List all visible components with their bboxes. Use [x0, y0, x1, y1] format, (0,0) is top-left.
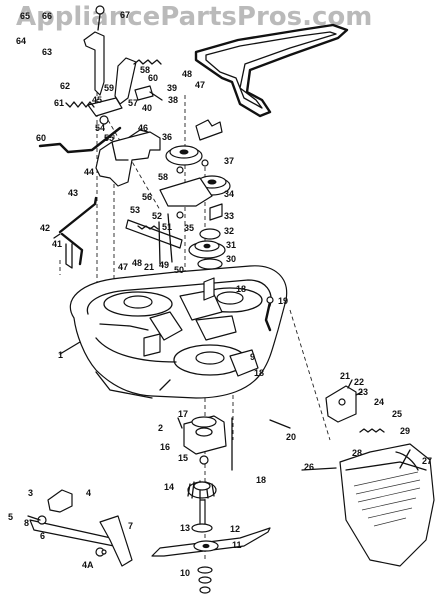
callout: 16 [160, 442, 170, 452]
callout: 6 [40, 531, 45, 541]
callout: 18 [236, 284, 246, 294]
callout: 44 [84, 167, 94, 177]
callout: 20 [286, 432, 296, 442]
callout: 15 [178, 453, 188, 463]
spindle-housing [183, 415, 233, 471]
discharge-chute-assembly [325, 379, 435, 567]
callout: 41 [52, 239, 62, 249]
callout: 37 [224, 156, 234, 166]
callout: 48 [182, 69, 192, 79]
callout: 29 [400, 426, 410, 436]
front-hanger-bracket [27, 489, 133, 567]
lift-lever-assembly [38, 5, 163, 154]
callout: 21 [340, 371, 350, 381]
callout: 54 [95, 123, 105, 133]
deck-bracket [95, 131, 161, 187]
callout: 30 [226, 254, 236, 264]
callout: 32 [224, 226, 234, 236]
drive-belt [194, 23, 349, 118]
callout: 48 [132, 258, 142, 268]
callout: 47 [118, 262, 128, 272]
callout: 60 [36, 133, 46, 143]
callout: 9 [250, 352, 255, 362]
callout: 49 [159, 260, 169, 270]
callout: 17 [178, 409, 188, 419]
callout: 38 [168, 95, 178, 105]
callout: 4A [82, 560, 94, 570]
deck-support-rods [53, 196, 98, 269]
deck-hanger-arm [264, 296, 274, 332]
callout-leader-lines [59, 341, 411, 471]
callout: 59 [104, 83, 114, 93]
callout: 34 [224, 189, 234, 199]
mower-deck-housing [69, 265, 288, 399]
callout: 43 [68, 188, 78, 198]
callout: 18 [256, 475, 266, 485]
callout: 8 [24, 518, 29, 528]
callout: 57 [128, 98, 138, 108]
callout: 31 [226, 240, 236, 250]
callout: 45 [92, 95, 102, 105]
callout: 60 [148, 73, 158, 83]
spindle-blade-assembly [151, 480, 271, 594]
callout: 53 [130, 205, 140, 215]
callout: 25 [392, 409, 402, 419]
callout: 27 [422, 456, 432, 466]
callout: 22 [354, 377, 364, 387]
callout-labels: 65 66 67 64 63 62 58 60 59 57 45 40 39 6… [8, 10, 432, 578]
callout: 64 [16, 36, 26, 46]
callout: 10 [180, 568, 190, 578]
callout: 51 [162, 222, 172, 232]
callout: 61 [54, 98, 64, 108]
callout: 62 [60, 81, 70, 91]
callout: 1 [58, 350, 63, 360]
callout: 3 [28, 488, 33, 498]
callout: 13 [180, 523, 190, 533]
callout: 40 [142, 103, 152, 113]
callout: 4 [86, 488, 91, 498]
callout: 46 [138, 123, 148, 133]
callout: 50 [174, 265, 184, 275]
callout: 66 [42, 11, 52, 21]
callout: 28 [352, 448, 362, 458]
callout: 55 [104, 133, 114, 143]
callout: 11 [232, 540, 242, 550]
callout: 56 [142, 192, 152, 202]
callout: 14 [164, 482, 174, 492]
callout: 26 [304, 462, 314, 472]
callout: 42 [40, 223, 50, 233]
callout: 5 [8, 512, 13, 522]
callout: 33 [224, 211, 234, 221]
callout: 21 [144, 262, 154, 272]
callout: 58 [140, 65, 150, 75]
callout: 36 [162, 132, 172, 142]
callout: 47 [195, 80, 205, 90]
callout: 63 [42, 47, 52, 57]
pulley-stack [125, 119, 231, 281]
callout: 58 [158, 172, 168, 182]
callout: 18 [254, 368, 264, 378]
callout: 7 [128, 521, 133, 531]
callout: 52 [152, 211, 162, 221]
callout: 24 [374, 397, 384, 407]
callout: 12 [230, 524, 240, 534]
callout: 2 [158, 423, 163, 433]
callout: 67 [120, 10, 130, 20]
callout: 35 [184, 223, 194, 233]
callout: 39 [167, 83, 177, 93]
callout: 23 [358, 387, 368, 397]
callout: 19 [278, 296, 288, 306]
callout: 65 [20, 11, 30, 21]
